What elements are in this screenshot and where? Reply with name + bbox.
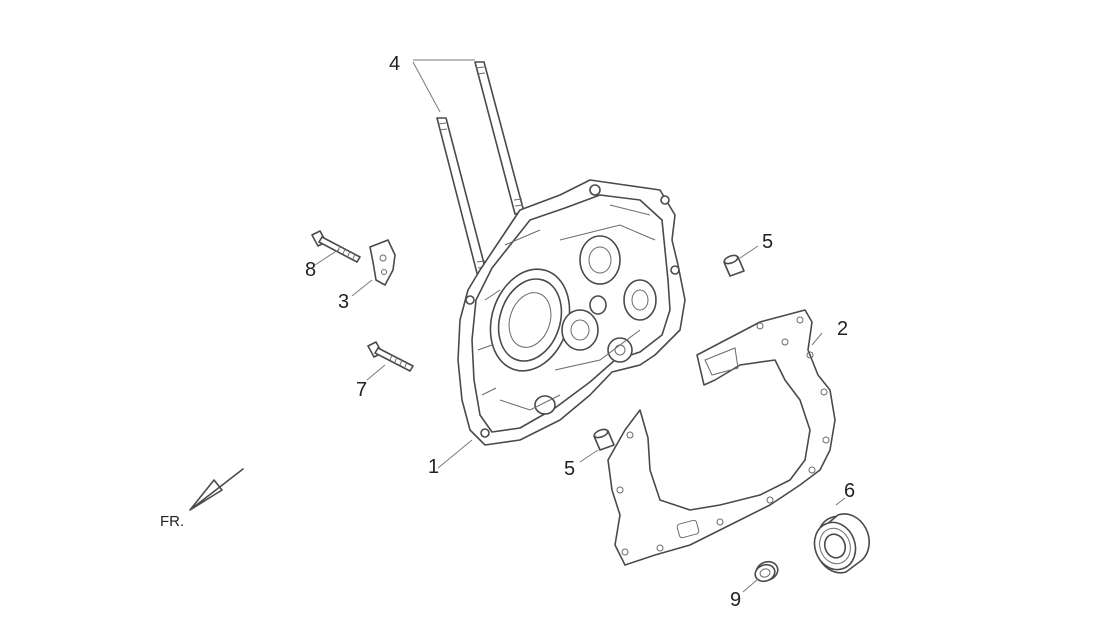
- stud-bolt-rear: [474, 61, 525, 215]
- callout-6: 6: [844, 480, 855, 502]
- bracket-part-3: [369, 239, 396, 286]
- front-direction-indicator: FR.: [160, 468, 244, 530]
- dowel-pin-upper-part-5: [723, 254, 745, 277]
- callout-8: 8: [305, 259, 316, 281]
- gear-shaft-boss-lower: [607, 337, 633, 363]
- callout-2: 2: [837, 318, 848, 340]
- bolt-part-8: [311, 230, 361, 263]
- callout-labels: 1 2 3 4 5 5 6 7 8 9: [305, 53, 855, 611]
- callout-3: 3: [338, 291, 349, 313]
- oil-seal-part-9: [754, 560, 779, 583]
- callout-5-upper: 5: [762, 231, 773, 253]
- callout-1: 1: [428, 456, 439, 478]
- gear-shaft-boss-middle: [561, 309, 599, 351]
- callout-4: 4: [389, 53, 400, 75]
- bolt-part-7: [367, 341, 414, 372]
- callout-5-lower: 5: [564, 458, 575, 480]
- dowel-pin-lower-part-5: [593, 428, 615, 451]
- front-direction-arrow-icon: [189, 468, 244, 511]
- gasket-part-2: [607, 309, 836, 566]
- callout-7: 7: [356, 379, 367, 401]
- crankcase-left-half-part-1: [457, 179, 686, 446]
- stud-bolt-front: [436, 117, 488, 278]
- bearing-part-6: [813, 513, 870, 574]
- callout-9: 9: [730, 589, 741, 611]
- gear-shaft-boss-right: [623, 279, 657, 321]
- front-direction-label: FR.: [160, 513, 184, 530]
- leader-lines: [314, 59, 846, 593]
- stud-bolts-part-4: [436, 61, 525, 278]
- gear-shaft-boss-upper: [579, 235, 621, 285]
